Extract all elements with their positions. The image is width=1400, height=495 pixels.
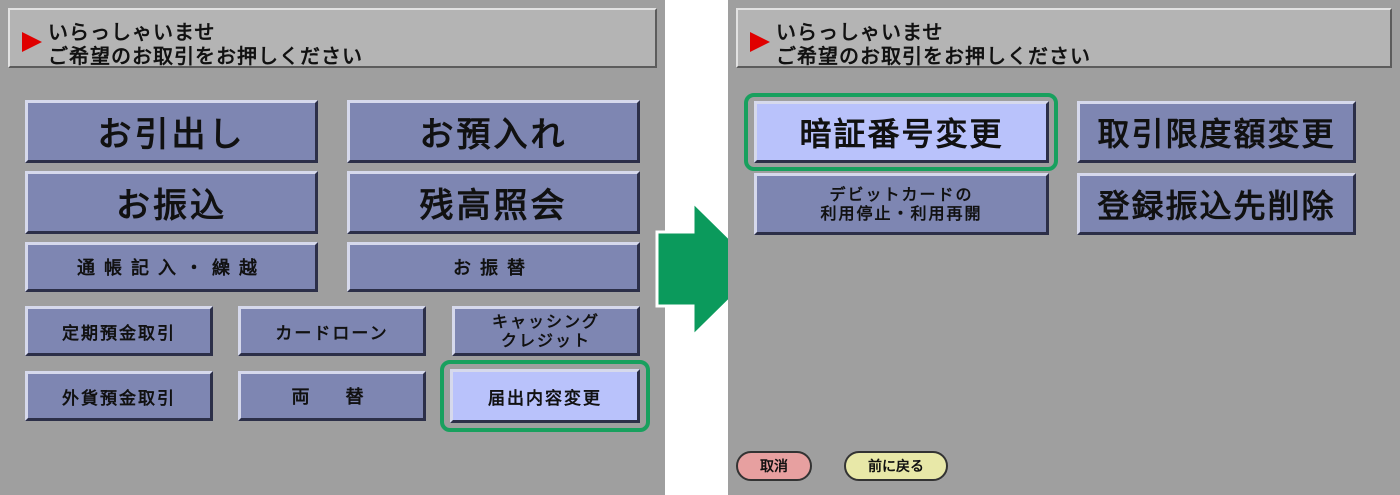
suspend-resume-label: 利用停止・利用再開 — [820, 204, 983, 223]
delete-payee-button[interactable]: 登録振込先削除 — [1077, 173, 1356, 235]
screen-header: いらっしゃいませ ご希望のお取引をお押しください — [8, 8, 657, 68]
header-greeting: いらっしゃいませ — [48, 20, 216, 44]
foreign-deposit-button[interactable]: 外貨預金取引 — [25, 371, 213, 421]
time-deposit-button[interactable]: 定期預金取引 — [25, 306, 213, 356]
transfer-button[interactable]: お振込 — [25, 171, 318, 234]
cancel-button[interactable]: 取消 — [736, 451, 812, 481]
debit-card-suspend-resume-button[interactable]: デビットカードの 利用停止・利用再開 — [754, 173, 1049, 235]
header-instruction: ご希望のお取引をお押しください — [776, 44, 1091, 68]
triangle-marker-icon — [22, 32, 42, 52]
cashing-label: キャッシング — [491, 312, 600, 331]
change-registration-button[interactable]: 届出内容変更 — [450, 369, 640, 423]
screen-header: いらっしゃいませ ご希望のお取引をお押しください — [736, 8, 1392, 68]
header-instruction: ご希望のお取引をお押しください — [48, 44, 363, 68]
card-loan-button[interactable]: カードローン — [238, 306, 426, 356]
withdrawal-button[interactable]: お引出し — [25, 100, 318, 163]
selection-highlight — [744, 93, 1058, 171]
cashing-credit-button[interactable]: キャッシング クレジット — [452, 306, 640, 356]
right-arrow-icon — [655, 200, 764, 338]
atm-screen-registration-menu: いらっしゃいませ ご希望のお取引をお押しください 暗証番号変更 取引限度額変更 … — [728, 0, 1400, 495]
selection-highlight — [440, 360, 650, 432]
limit-change-button[interactable]: 取引限度額変更 — [1077, 101, 1356, 163]
currency-exchange-button[interactable]: 両 替 — [238, 371, 426, 421]
balance-inquiry-button[interactable]: 残高照会 — [347, 171, 640, 234]
passbook-update-button[interactable]: 通帳記入・繰越 — [25, 242, 318, 292]
atm-screen-main-menu: いらっしゃいませ ご希望のお取引をお押しください お引出し お預入れ お振込 残… — [0, 0, 665, 495]
triangle-marker-icon — [750, 32, 770, 52]
back-button[interactable]: 前に戻る — [844, 451, 948, 481]
pin-change-button[interactable]: 暗証番号変更 — [754, 101, 1049, 163]
account-transfer-button[interactable]: お振替 — [347, 242, 640, 292]
deposit-button[interactable]: お預入れ — [347, 100, 640, 163]
credit-label: クレジット — [500, 331, 591, 350]
header-greeting: いらっしゃいませ — [776, 20, 944, 44]
debit-card-label: デビットカードの — [829, 185, 974, 204]
